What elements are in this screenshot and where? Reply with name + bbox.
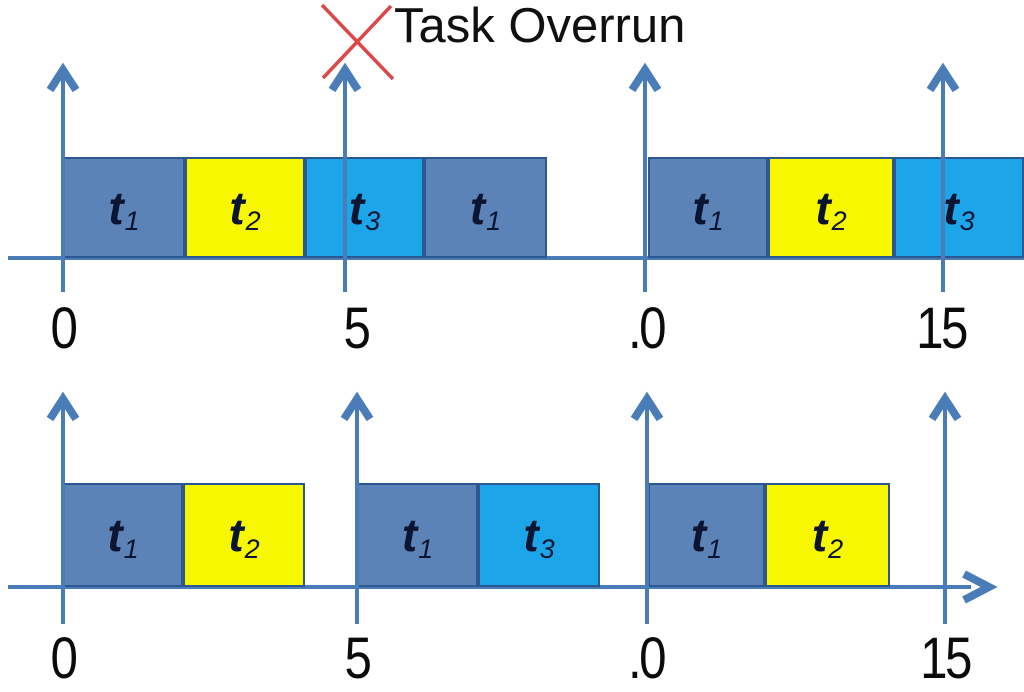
task-label: t xyxy=(108,181,124,234)
task-label-subscript: 2 xyxy=(831,206,847,236)
task-label-subscript: 1 xyxy=(707,533,723,564)
task-label-subscript: 3 xyxy=(539,533,555,564)
task-label-subscript: 3 xyxy=(959,206,975,236)
task-label: t xyxy=(943,181,959,234)
task-label: t xyxy=(228,509,244,561)
task-label: t xyxy=(229,181,245,234)
task-label-subscript: 2 xyxy=(245,206,261,236)
task-label: t xyxy=(811,509,828,561)
task-label: t xyxy=(690,509,707,561)
task-label-subscript: 3 xyxy=(365,206,381,236)
task-label: t xyxy=(401,509,418,561)
task-label: t xyxy=(469,181,486,234)
task-label-subscript: 2 xyxy=(244,533,260,564)
task-label-subscript: 1 xyxy=(708,206,724,236)
task-label-subscript: 1 xyxy=(418,533,434,564)
task-label-subscript: 2 xyxy=(828,533,844,564)
task-label: t xyxy=(348,181,365,234)
task-label: t xyxy=(815,181,831,234)
task-label-subscript: 1 xyxy=(486,206,502,236)
task-label: t xyxy=(692,181,708,234)
task-label-subscript: 1 xyxy=(123,533,139,564)
task-label: t xyxy=(107,509,123,561)
task-label: t xyxy=(523,509,539,561)
task-label-subscript: 1 xyxy=(124,206,140,236)
